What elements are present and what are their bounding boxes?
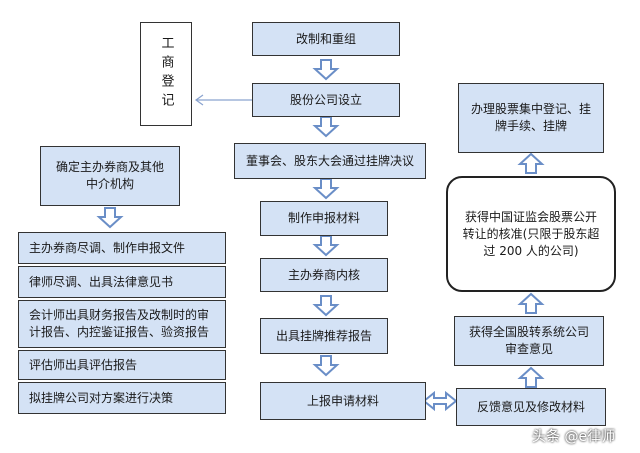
arrow-csrc-register (519, 153, 543, 174)
node-csrc: 获得中国证监会股票公开转让的核准(只限于股东超过 200 人的公司) (446, 176, 616, 292)
node-register: 办理股票集中登记、挂牌手续、挂牌 (458, 83, 604, 153)
arrow-recommend-submit (314, 355, 338, 376)
node-lawyer: 律师尽调、出具法律意见书 (18, 266, 226, 298)
arrow-broker-docs (98, 207, 122, 228)
arrow-restructure-establish (314, 59, 338, 80)
node-board: 董事会、股东大会通过挂牌决议 (234, 143, 426, 179)
node-recommend: 出具挂牌推荐报告 (260, 318, 388, 354)
watermark: 头条 @e律师 (532, 429, 616, 445)
node-feedback: 反馈意见及修改材料 (456, 388, 606, 426)
arrow-prepare-review (314, 235, 338, 256)
arrow-review-recommend (314, 295, 338, 316)
node-choose-broker: 确定主办券商及其他中介机构 (40, 146, 180, 206)
arrow-establish-board (314, 116, 338, 137)
node-appraiser: 评估师出具评估报告 (18, 350, 226, 380)
arrow-board-prepare (314, 178, 338, 199)
double-arrow-submit-feedback (422, 390, 458, 412)
arrow-to-gongshang (194, 94, 252, 106)
node-gongshang: 工商登记 (140, 22, 192, 126)
node-prepare: 制作申报材料 (260, 201, 388, 236)
node-accountant: 会计师出具财务报告及改制时的审计报告、内控鉴证报告、验资报告 (18, 300, 226, 348)
node-restructure: 改制和重组 (252, 22, 400, 56)
node-broker-dd: 主办券商尽调、制作申报文件 (18, 232, 226, 264)
node-broker-review: 主办券商内核 (260, 258, 388, 292)
node-neeq: 获得全国股转系统公司审查意见 (454, 316, 604, 366)
arrow-neeq-csrc (519, 293, 543, 314)
node-decision: 拟挂牌公司对方案进行决策 (18, 382, 226, 414)
node-establish: 股份公司设立 (252, 83, 400, 117)
arrow-feedback-neeq (519, 367, 543, 388)
node-submit: 上报申请材料 (260, 382, 426, 420)
